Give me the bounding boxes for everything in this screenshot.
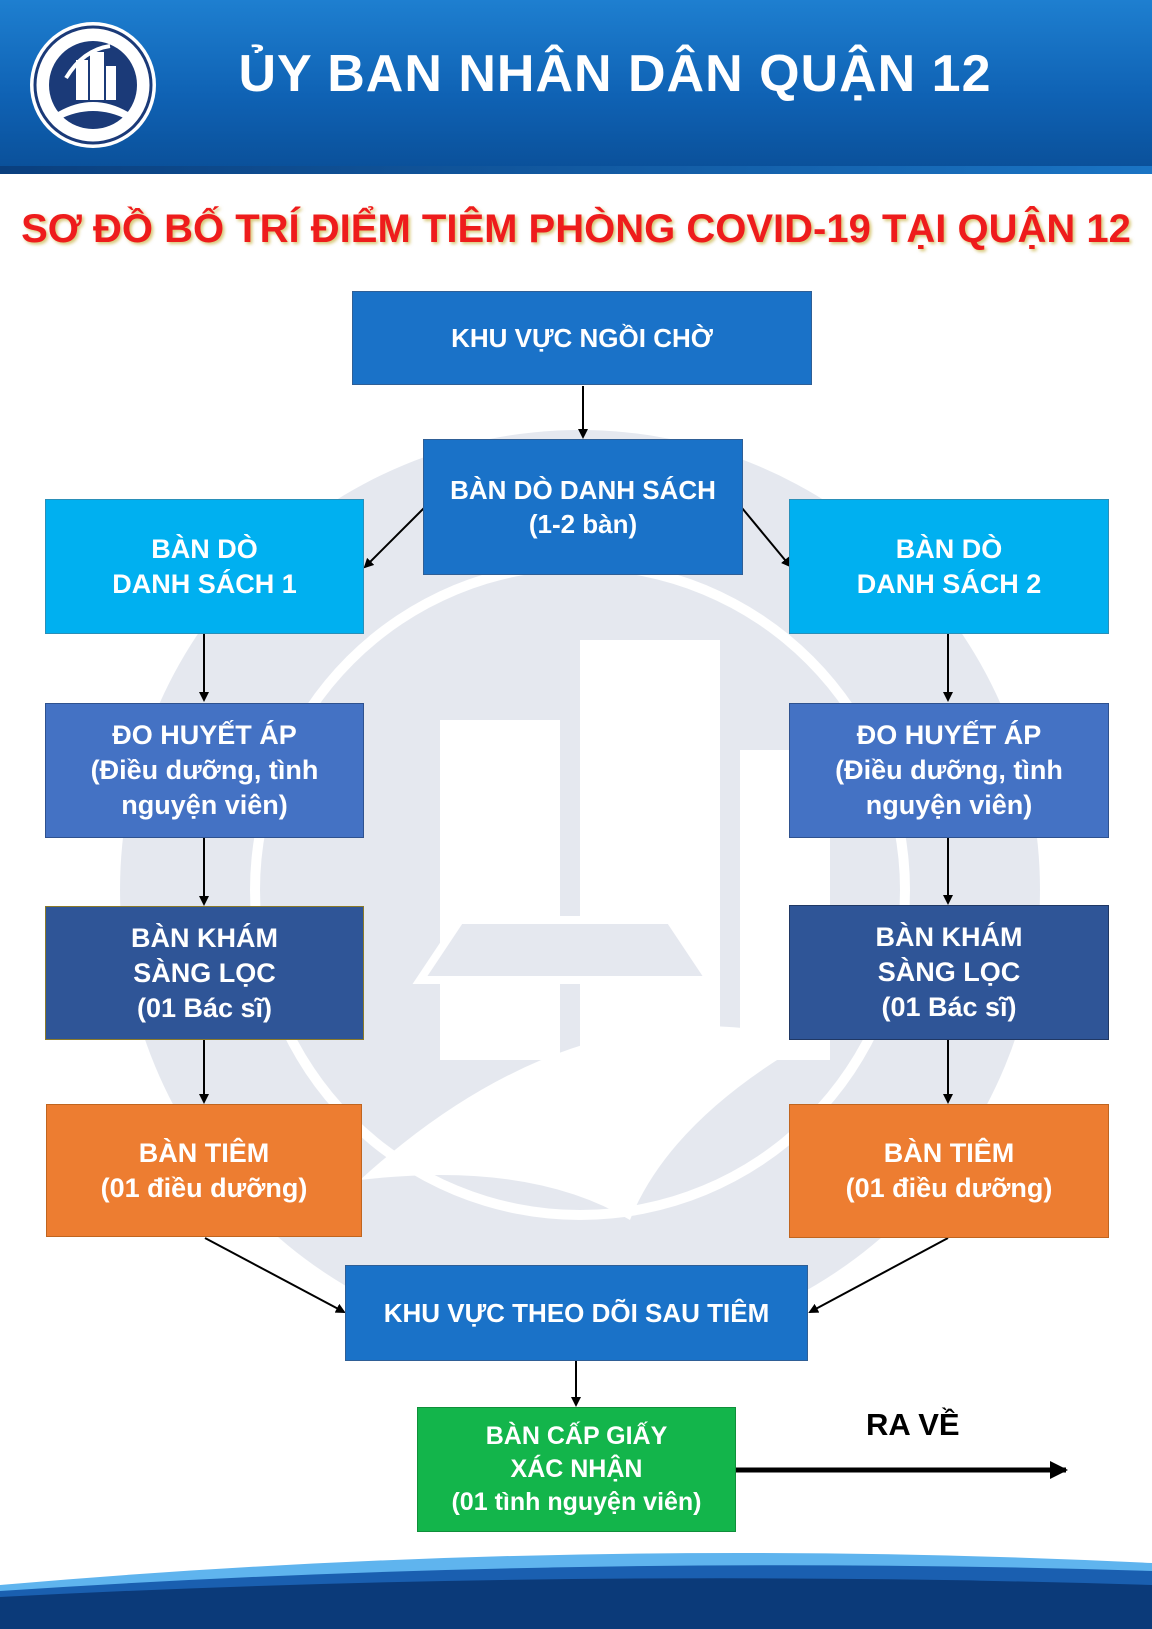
screening-list-label: BÀN DÒ DANH SÁCH: [450, 475, 716, 505]
screening-exam-2-line3: (01 Bác sĩ): [881, 992, 1017, 1022]
blood-pressure-1-line3: nguyện viên): [121, 790, 288, 820]
footer-wave: [0, 1552, 1152, 1629]
certificate-desk-line3: (01 tình nguyện viên): [451, 1488, 702, 1516]
blood-pressure-1-box: ĐO HUYẾT ÁP (Điều dưỡng, tình nguyện viê…: [45, 703, 364, 838]
blood-pressure-1-line1: ĐO HUYẾT ÁP: [112, 720, 297, 750]
district-logo-icon: [30, 22, 156, 148]
injection-1-box: BÀN TIÊM (01 điều dưỡng): [46, 1104, 362, 1237]
list-2-line2: DANH SÁCH 2: [856, 568, 1042, 599]
screening-list-note: (1-2 bàn): [528, 509, 638, 539]
list-1-line1: BÀN DÒ: [151, 533, 258, 564]
injection-1-line1: BÀN TIÊM: [138, 1137, 270, 1168]
waiting-area-box: KHU VỰC NGỒI CHỜ: [352, 291, 812, 385]
blood-pressure-2-box: ĐO HUYẾT ÁP (Điều dưỡng, tình nguyện viê…: [789, 703, 1109, 838]
header-title: ỦY BAN NHÂN DÂN QUẬN 12: [238, 45, 992, 103]
list-1-box: BÀN DÒ DANH SÁCH 1: [45, 499, 364, 634]
injection-1-line2: (01 điều dưỡng): [100, 1172, 308, 1203]
header-banner: ỦY BAN NHÂN DÂN QUẬN 12: [0, 0, 1152, 174]
screening-exam-2-line2: SÀNG LỌC: [877, 957, 1021, 987]
exit-label: RA VỀ: [866, 1407, 960, 1442]
list-2-box: BÀN DÒ DANH SÁCH 2: [789, 499, 1109, 634]
screening-exam-1-line1: BÀN KHÁM: [131, 922, 278, 953]
blood-pressure-2-line3: nguyện viên): [865, 790, 1033, 820]
injection-2-line2: (01 điều dưỡng): [845, 1173, 1053, 1203]
blood-pressure-1-line2: (Điều dưỡng, tình: [90, 755, 319, 785]
injection-2-box: BÀN TIÊM (01 điều dưỡng): [789, 1104, 1109, 1238]
list-1-line2: DANH SÁCH 1: [112, 568, 297, 599]
waiting-area-label: KHU VỰC NGỒI CHỜ: [451, 323, 713, 353]
page-title: SƠ ĐỒ BỐ TRÍ ĐIỂM TIÊM PHÒNG COVID-19 TẠ…: [21, 207, 1131, 251]
blood-pressure-2-line1: ĐO HUYẾT ÁP: [856, 720, 1042, 750]
screening-exam-1-line3: (01 Bác sĩ): [136, 992, 273, 1023]
screening-list-box: BÀN DÒ DANH SÁCH (1-2 bàn): [423, 439, 743, 575]
screening-exam-1-box: BÀN KHÁM SÀNG LỌC (01 Bác sĩ): [45, 906, 364, 1040]
list-2-line1: BÀN DÒ: [895, 533, 1003, 564]
screening-exam-2-line1: BÀN KHÁM: [875, 922, 1023, 952]
injection-2-line1: BÀN TIÊM: [883, 1138, 1015, 1168]
screening-exam-2-box: BÀN KHÁM SÀNG LỌC (01 Bác sĩ): [789, 905, 1109, 1040]
certificate-desk-box: BÀN CẤP GIẤY XÁC NHẬN (01 tình nguyện vi…: [417, 1407, 736, 1532]
screening-exam-1-line2: SÀNG LỌC: [133, 957, 276, 988]
post-injection-monitoring-box: KHU VỰC THEO DÕI SAU TIÊM: [345, 1265, 808, 1361]
blood-pressure-2-line2: (Điều dưỡng, tình: [835, 755, 1063, 785]
post-injection-monitoring-label: KHU VỰC THEO DÕI SAU TIÊM: [383, 1298, 770, 1328]
certificate-desk-line1: BÀN CẤP GIẤY: [485, 1422, 668, 1450]
certificate-desk-line2: XÁC NHẬN: [510, 1455, 643, 1483]
